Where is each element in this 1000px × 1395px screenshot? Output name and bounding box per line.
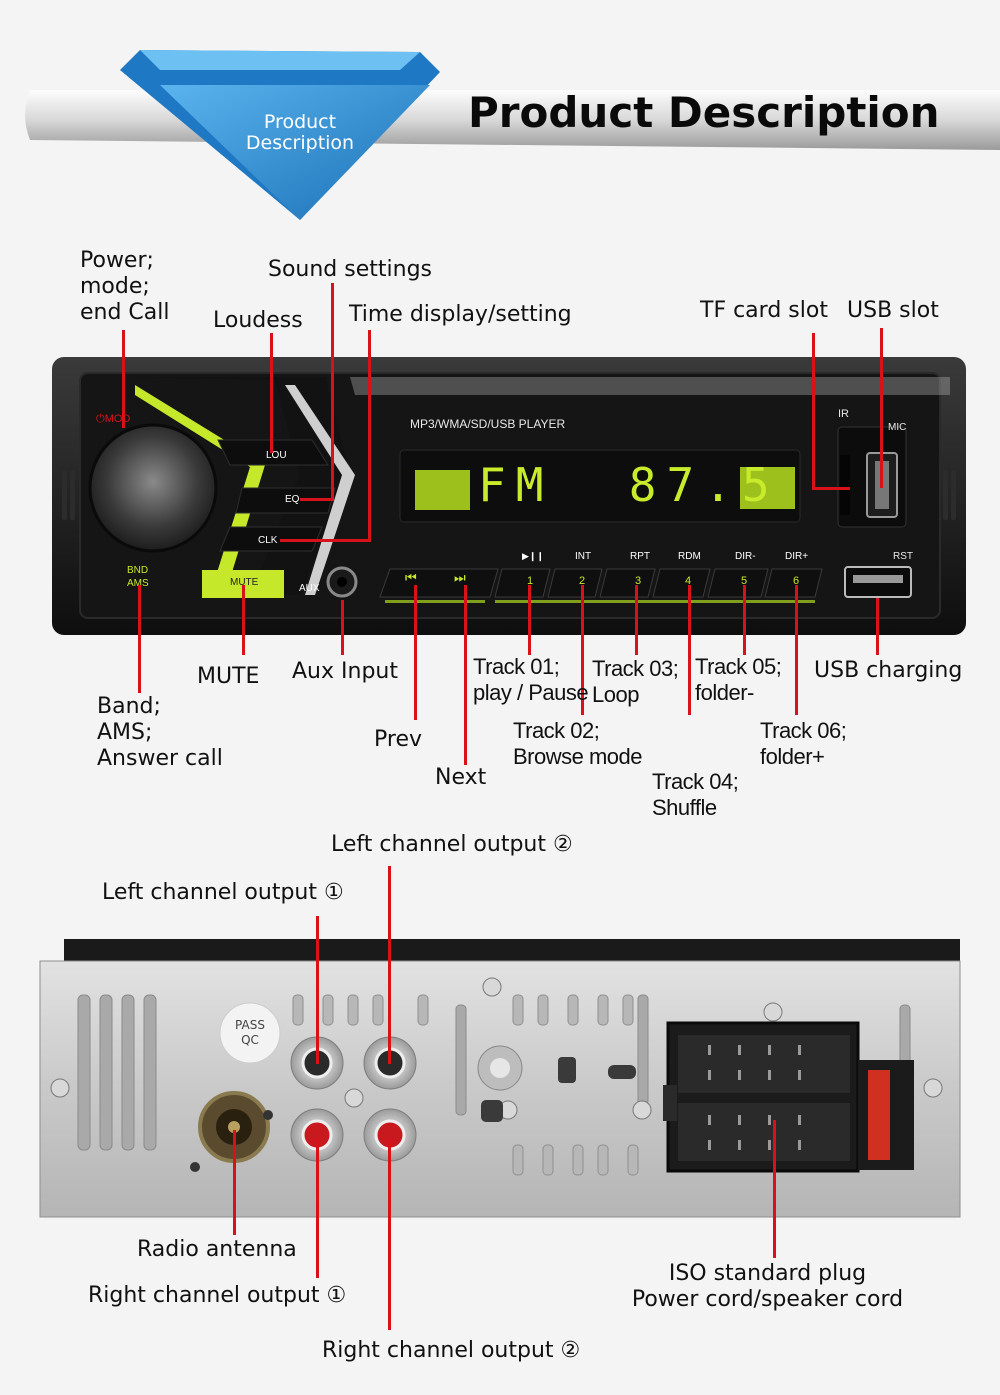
preset-button-2[interactable]: 2 xyxy=(579,575,586,587)
label-right-channel-output-2: Right channel output ② xyxy=(322,1338,581,1363)
label-usb-slot: USB slot xyxy=(847,298,939,323)
leader-line-track02 xyxy=(581,585,584,715)
label-time-display: Time display/setting xyxy=(349,302,572,327)
front-panel-body xyxy=(52,357,966,635)
player-label: MP3/WMA/SD/USB PLAYER xyxy=(410,417,566,431)
leader-line-left-out-2 xyxy=(388,866,391,1064)
leader-line-left-out-1 xyxy=(316,916,319,1064)
label-left-channel-output-2: Left channel output ② xyxy=(331,832,573,857)
label-iso-plug: ISO standard plug Power cord/speaker cor… xyxy=(631,1261,904,1312)
rear-panel-body xyxy=(39,939,961,1218)
label-next: Next xyxy=(435,765,487,790)
leader-line-right-out-1 xyxy=(316,1138,319,1278)
eq-button[interactable]: EQ xyxy=(285,494,300,505)
preset-button-3[interactable]: 3 xyxy=(635,575,642,587)
mute-button[interactable]: MUTE xyxy=(230,577,259,588)
clk-button[interactable]: CLK xyxy=(258,535,278,546)
leader-line-track06 xyxy=(795,585,798,715)
leader-line-track05 xyxy=(743,585,746,655)
label-power: Power; mode; end Call xyxy=(80,248,170,325)
leader-line-track03 xyxy=(635,585,638,655)
leader-line-usb xyxy=(880,328,883,488)
next-button[interactable]: ⏭ xyxy=(454,571,466,586)
label-track04: Track 04; Shuffle xyxy=(652,769,739,820)
bnd-label: BND xyxy=(127,565,149,576)
rst-label: RST xyxy=(893,551,913,562)
leader-line-sound-h xyxy=(300,498,334,501)
leader-line-track04 xyxy=(688,585,691,715)
page-title: Product Description xyxy=(468,88,940,137)
func-label-int: INT xyxy=(575,551,592,562)
leader-line-prev xyxy=(414,585,417,720)
func-label-rdm: RDM xyxy=(678,551,701,562)
label-track05: Track 05; folder- xyxy=(695,654,782,705)
leader-line-band xyxy=(138,585,141,693)
label-loudess: Loudess xyxy=(213,308,303,333)
lcd-display: FM 87.5 xyxy=(478,458,780,512)
label-track02: Track 02; Browse mode xyxy=(513,718,643,769)
preset-button-5[interactable]: 5 xyxy=(741,575,748,587)
aux-label: AUX xyxy=(299,583,320,594)
leader-line-usb-charging xyxy=(876,598,879,655)
func-label-dir-plus: DIR+ xyxy=(785,551,809,562)
label-track01: Track 01; play / Pause xyxy=(473,654,589,705)
leader-line-time xyxy=(368,330,371,542)
label-track03: Track 03; Loop xyxy=(592,656,679,707)
label-aux-input: Aux Input xyxy=(292,659,398,684)
label-radio-antenna: Radio antenna xyxy=(137,1237,297,1262)
mic-label: MIC xyxy=(888,422,907,433)
leader-line-loudess xyxy=(270,333,273,453)
leader-line-sound xyxy=(331,283,334,501)
label-band: Band; AMS; Answer call xyxy=(97,694,223,771)
leader-line-mute xyxy=(242,585,245,655)
ir-label: IR xyxy=(838,408,849,420)
label-mute: MUTE xyxy=(197,664,260,689)
label-right-channel-output-1: Right channel output ① xyxy=(88,1283,347,1308)
preset-button-6[interactable]: 6 xyxy=(793,575,800,587)
leader-line-tf-h xyxy=(812,487,850,490)
leader-line-tf xyxy=(812,333,815,490)
leader-line-time-h xyxy=(280,539,371,542)
ams-label: AMS xyxy=(127,578,149,589)
func-label-play-pause: ▶❙❙ xyxy=(522,551,545,561)
pass-qc-sticker: PASS QC xyxy=(235,1018,265,1047)
func-label-dir-minus: DIR- xyxy=(735,551,756,562)
func-label-rpt: RPT xyxy=(630,551,650,562)
leader-line-power xyxy=(122,330,125,428)
label-prev: Prev xyxy=(374,727,422,752)
leader-line-iso xyxy=(773,1120,776,1258)
label-sound-settings: Sound settings xyxy=(268,257,433,282)
lou-button[interactable]: LOU xyxy=(266,450,287,461)
label-left-channel-output-1: Left channel output ① xyxy=(102,880,344,905)
label-tf-card-slot: TF card slot xyxy=(700,298,828,323)
power-mod-button-label[interactable]: ⏻MOD xyxy=(96,413,131,425)
prev-button[interactable]: ⏮ xyxy=(405,571,417,586)
leader-line-aux xyxy=(341,600,344,655)
preset-button-4[interactable]: 4 xyxy=(685,575,692,587)
label-track06: Track 06; folder+ xyxy=(760,718,847,769)
preset-button-1[interactable]: 1 xyxy=(527,575,534,587)
label-usb-charging: USB charging xyxy=(814,658,963,683)
leader-line-antenna xyxy=(233,1130,236,1235)
header-ribbon xyxy=(25,50,1000,220)
header-badge-text: Product Description xyxy=(245,111,355,154)
leader-line-next xyxy=(464,585,467,765)
leader-line-right-out-2 xyxy=(388,1138,391,1330)
leader-line-track01 xyxy=(528,585,531,655)
